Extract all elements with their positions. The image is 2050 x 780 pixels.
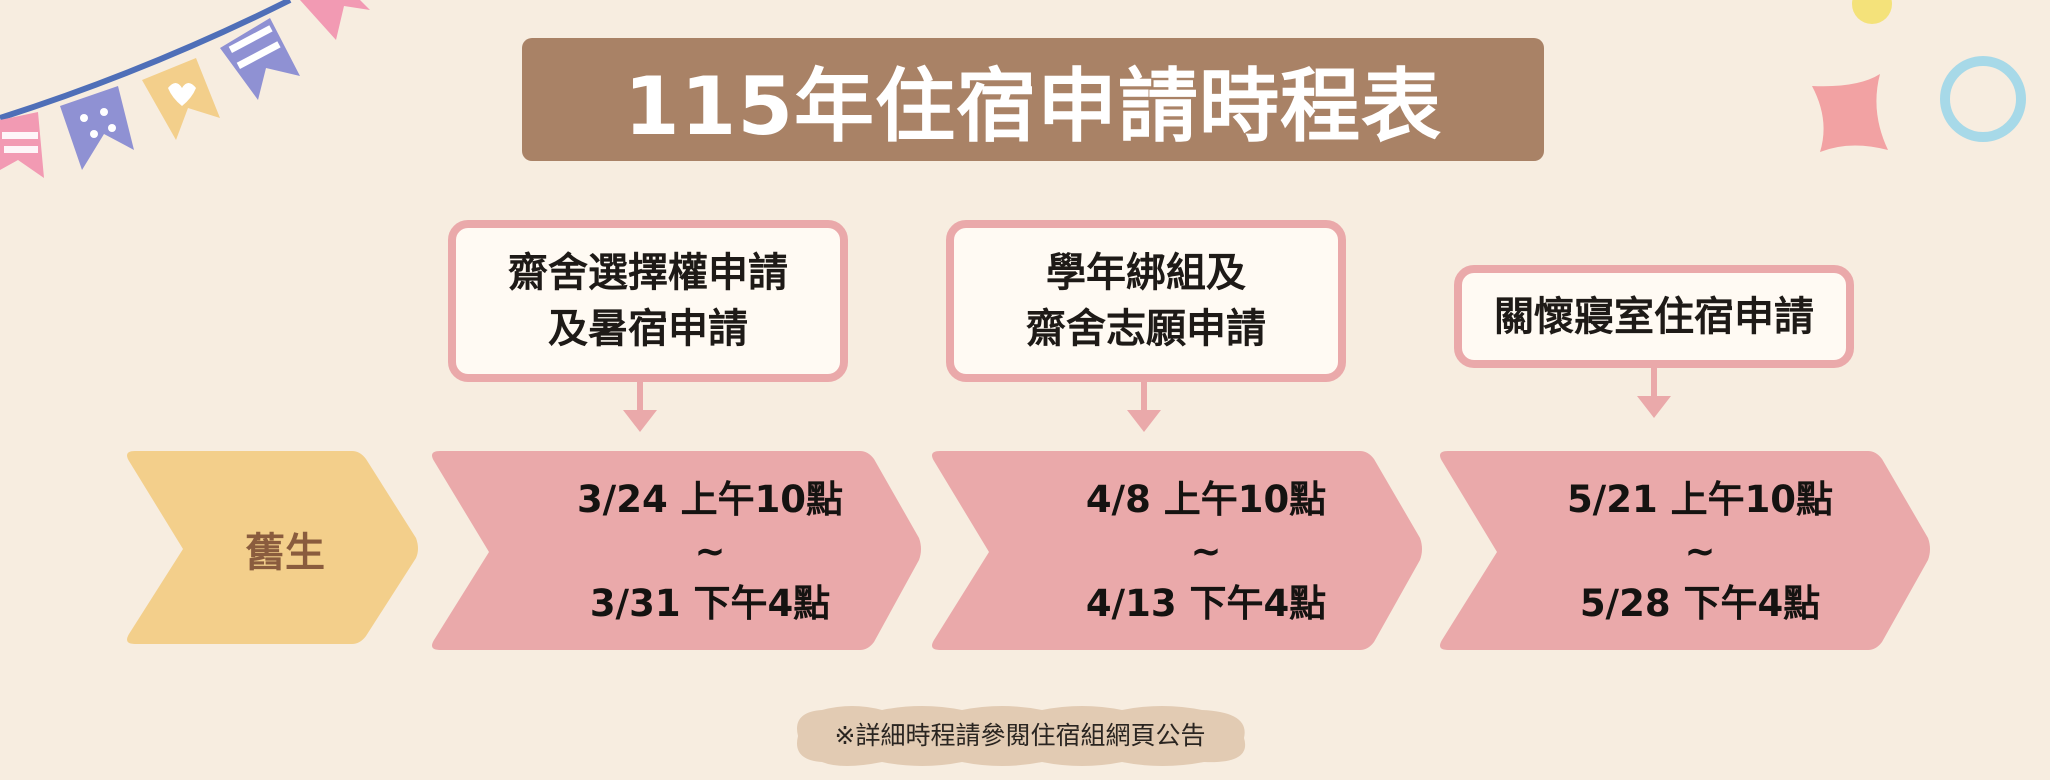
callout-line: 學年綁組及	[1046, 250, 1246, 296]
arrow-down-icon	[1127, 410, 1161, 432]
pink-star-icon	[1812, 74, 1888, 152]
group-label-old: 舊生	[245, 530, 325, 576]
callout-step-2: 學年綁組及 齋舍志願申請	[946, 220, 1346, 382]
date-end: 5/28 下午4點	[1579, 582, 1821, 625]
date-start: 4/8 上午10點	[1085, 478, 1327, 521]
callout-line: 齋舍選擇權申請	[508, 250, 788, 296]
chevron-group-old	[127, 451, 418, 644]
callout-line: 關懷寢室住宿申請	[1494, 293, 1814, 340]
connector-line	[1651, 368, 1657, 398]
date-range-step-2: 4/8 上午10點 ~ 4/13 下午4點	[1026, 474, 1386, 630]
callout-line: 及暑宿申請	[548, 306, 748, 352]
date-range-step-1: 3/24 上午10點 ~ 3/31 下午4點	[520, 474, 900, 630]
chevron-step-1	[432, 451, 921, 650]
yellow-dot-icon	[1852, 0, 1892, 24]
date-separator: ~	[1190, 530, 1222, 573]
footnote: ※詳細時程請參閱住宿組網頁公告	[834, 721, 1206, 750]
bunting-flags	[0, 0, 370, 178]
title-banner: 115年住宿申請時程表	[522, 38, 1544, 161]
arrow-down-icon	[1637, 396, 1671, 418]
connector-line	[637, 382, 643, 412]
chevron-step-2	[932, 451, 1422, 650]
callout-line: 齋舍志願申請	[1026, 306, 1266, 352]
page-title: 115年住宿申請時程表	[624, 59, 1442, 153]
date-end: 3/31 下午4點	[589, 582, 831, 625]
date-separator: ~	[694, 530, 726, 573]
date-separator: ~	[1684, 530, 1716, 573]
footnote-cloud	[797, 706, 1246, 766]
blue-ring-icon	[1940, 56, 2026, 142]
date-end: 4/13 下午4點	[1085, 582, 1327, 625]
connector-line	[1141, 382, 1147, 412]
arrow-down-icon	[623, 410, 657, 432]
callout-step-3: 關懷寢室住宿申請	[1454, 265, 1854, 368]
date-start: 5/21 上午10點	[1566, 478, 1834, 521]
date-start: 3/24 上午10點	[576, 478, 844, 521]
callout-step-1: 齋舍選擇權申請 及暑宿申請	[448, 220, 848, 382]
chevron-step-3	[1440, 451, 1930, 650]
date-range-step-3: 5/21 上午10點 ~ 5/28 下午4點	[1520, 474, 1880, 630]
